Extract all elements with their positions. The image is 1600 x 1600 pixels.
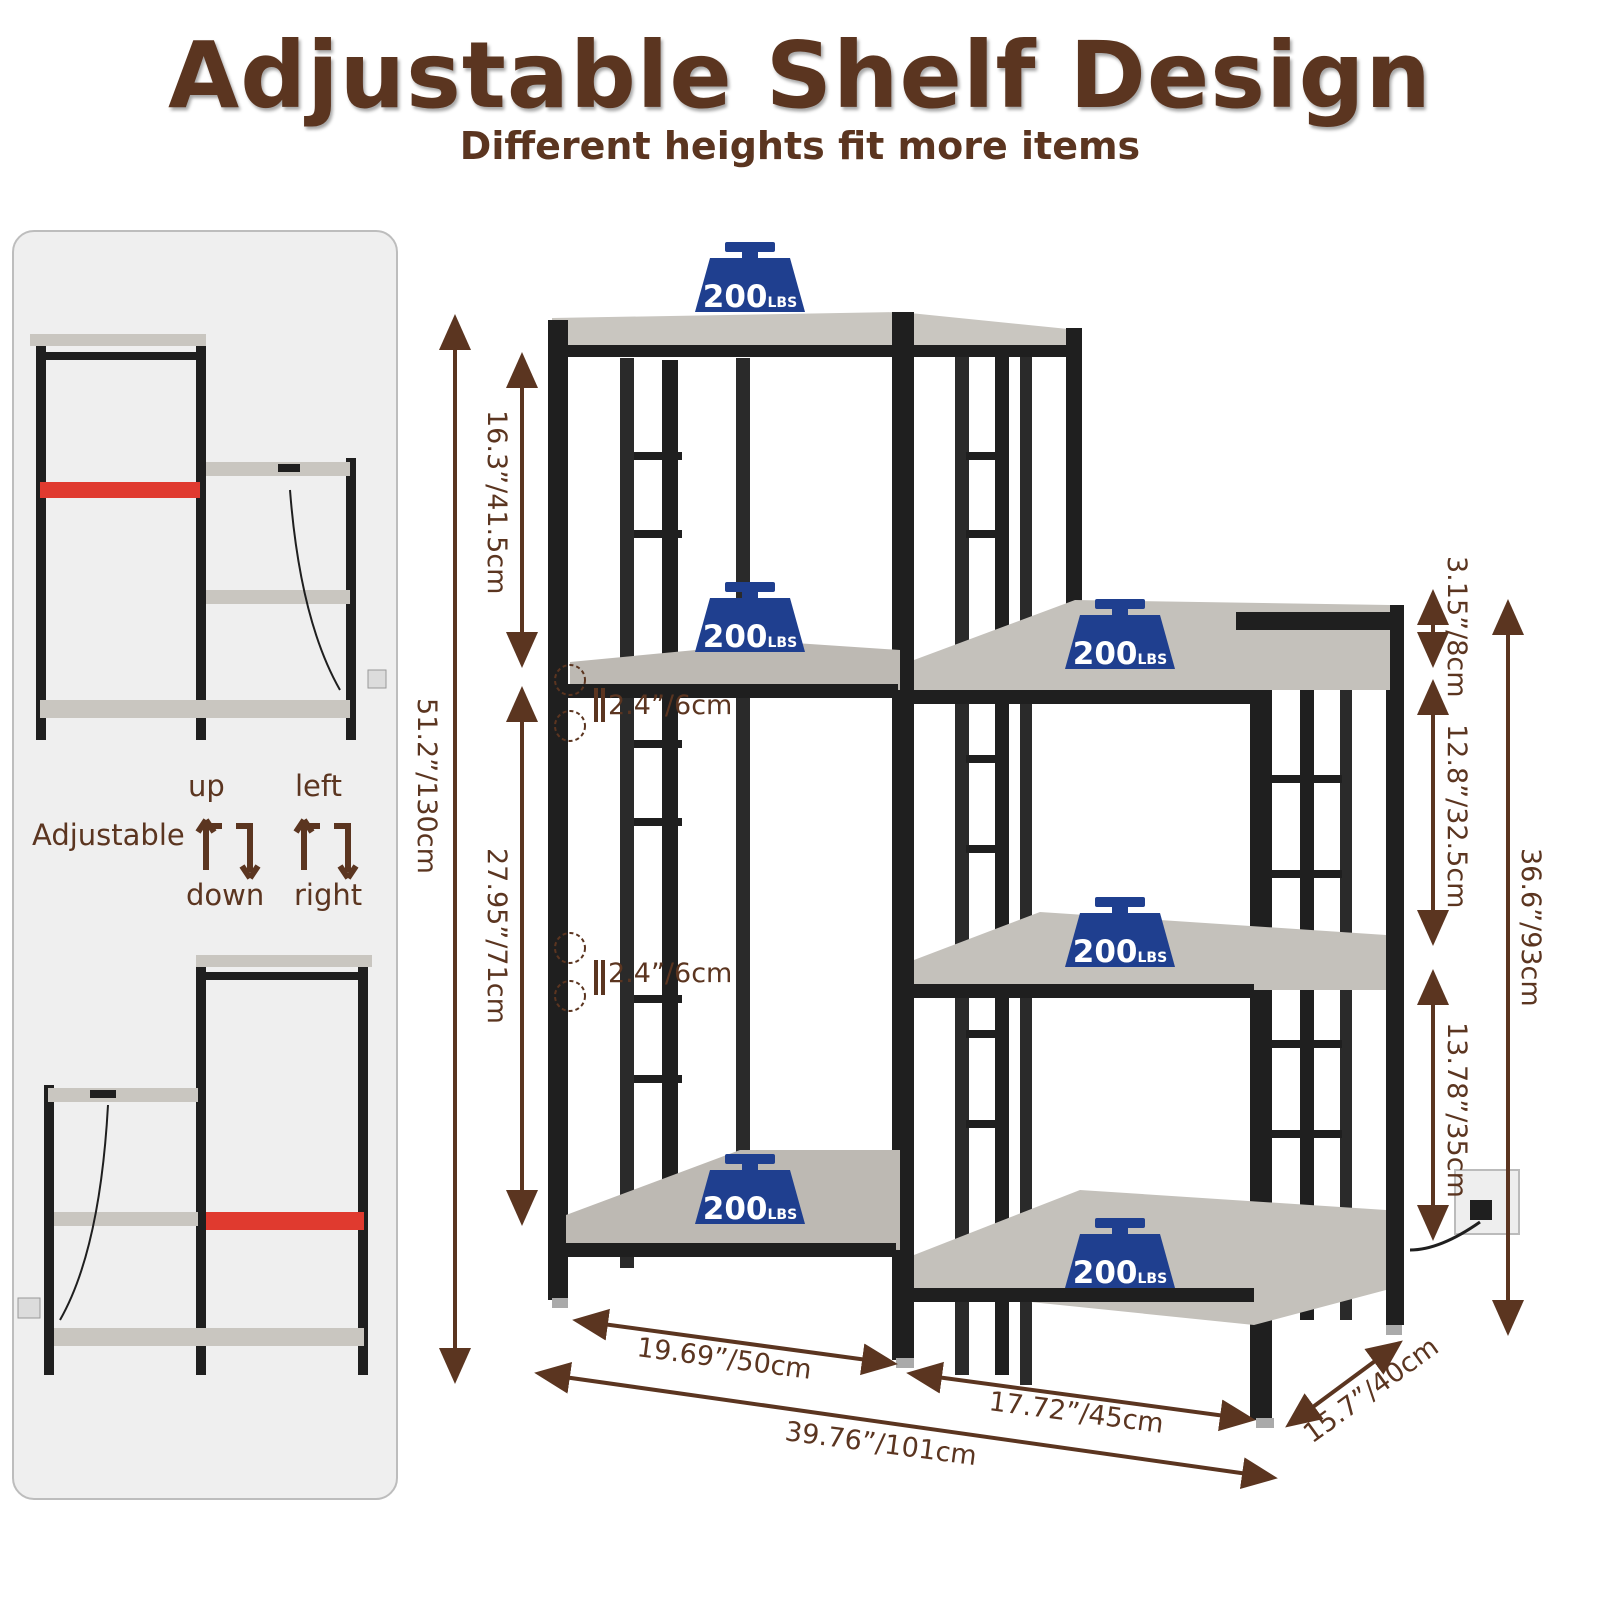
load-badge: 200LBS <box>695 582 805 655</box>
mini-shelf-top <box>30 334 387 740</box>
load-badge: 200LBS <box>1065 599 1175 672</box>
dim-adjust-step-upper: 2.4”/6cm <box>608 690 732 721</box>
svg-text:200LBS: 200LBS <box>1073 636 1167 672</box>
load-badge: 200LBS <box>1065 897 1175 970</box>
dim-total-height: 51.2”/130cm <box>411 698 442 874</box>
load-badge: 200LBS <box>1065 1218 1175 1291</box>
dim-upper-left-opening: 16.3”/41.5cm <box>481 410 512 594</box>
adjustable-label: Adjustable <box>32 818 185 852</box>
adjust-arrows <box>195 818 359 880</box>
dim-depth: 15.7”/40cm <box>1298 1331 1445 1449</box>
dim-back-rail: 3.15”/8cm <box>1441 556 1472 698</box>
left-label: left <box>295 769 342 803</box>
dim-right-lower-opening: 13.78”/35cm <box>1441 1022 1472 1198</box>
down-label: down <box>186 878 264 912</box>
dim-lower-left-opening: 27.95”/71cm <box>481 848 512 1024</box>
svg-text:200LBS: 200LBS <box>703 619 797 655</box>
dim-right-total-height: 36.6”/93cm <box>1515 848 1546 1007</box>
svg-text:200LBS: 200LBS <box>703 1191 797 1227</box>
load-badge: 200LBS <box>695 242 805 315</box>
up-label: up <box>188 769 225 803</box>
dim-adjust-step-lower: 2.4”/6cm <box>608 958 732 989</box>
page-title: Adjustable Shelf Design <box>168 22 1432 129</box>
svg-text:200LBS: 200LBS <box>703 279 797 315</box>
svg-text:200LBS: 200LBS <box>1073 1255 1167 1291</box>
highlight-shelf-left <box>40 482 200 498</box>
adjust-hole-markers <box>554 664 586 1012</box>
dim-right-upper-opening: 12.8”/32.5cm <box>1441 724 1472 908</box>
svg-text:200LBS: 200LBS <box>1073 934 1167 970</box>
mini-shelf-bottom <box>17 955 372 1375</box>
load-badge: 200LBS <box>695 1154 805 1227</box>
main-shelf-frame <box>548 312 1520 1428</box>
highlight-shelf-right <box>206 1212 364 1230</box>
page-subtitle: Different heights fit more items <box>459 124 1141 168</box>
right-label: right <box>294 878 362 912</box>
dimension-lines <box>439 314 1524 1490</box>
dim-total-width: 39.76”/101cm <box>783 1416 978 1472</box>
